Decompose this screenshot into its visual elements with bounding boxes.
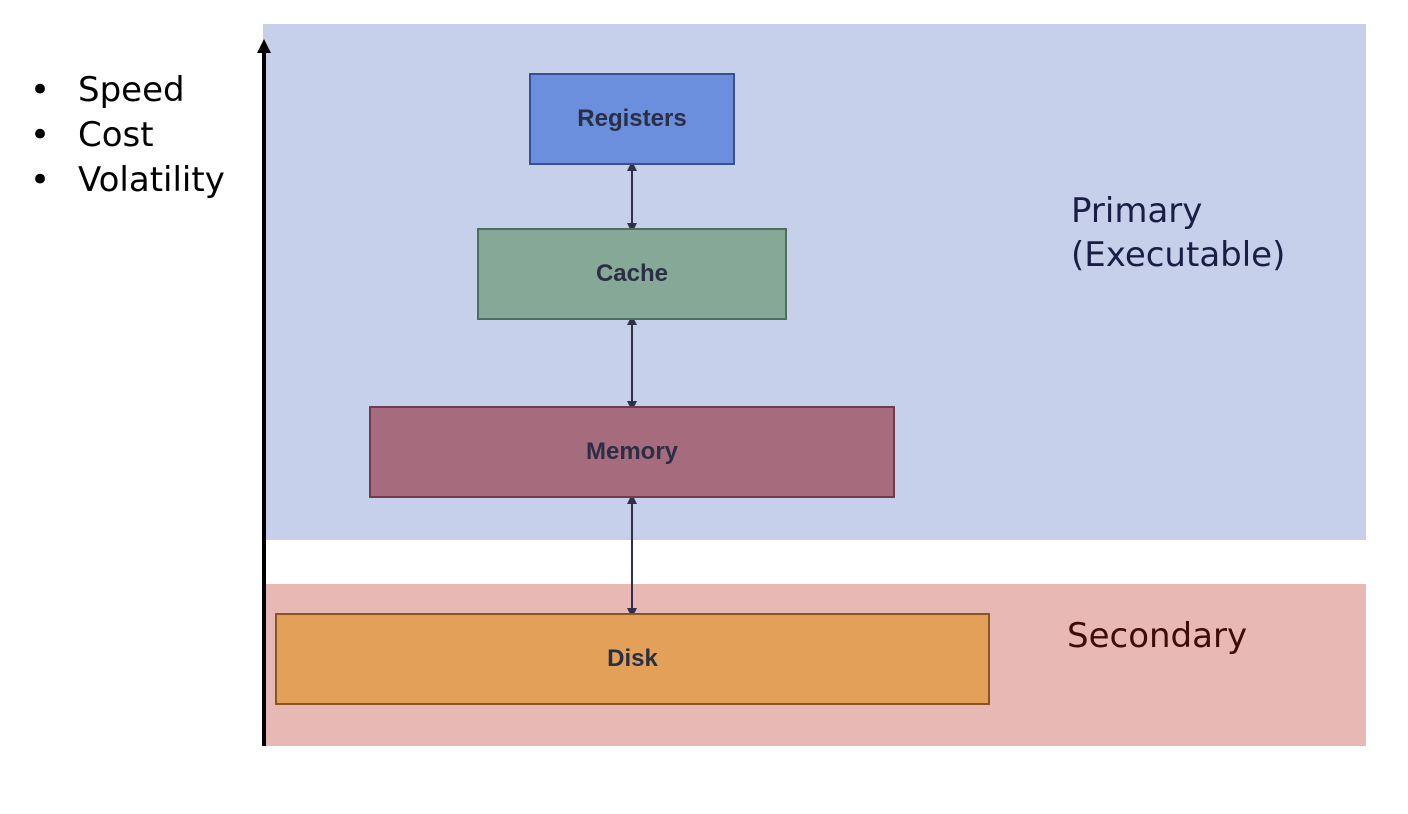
- bullet-icon: •: [30, 115, 51, 155]
- property-item-volatility: • Volatility: [30, 158, 225, 203]
- property-label: Volatility: [78, 160, 225, 200]
- disk-box: Disk: [275, 613, 990, 705]
- bullet-icon: •: [30, 70, 51, 110]
- memory-box: Memory: [369, 406, 895, 498]
- primary-region-label: Primary (Executable): [1071, 191, 1286, 275]
- property-label: Speed: [78, 70, 185, 110]
- property-item-cost: • Cost: [30, 113, 225, 158]
- registers-box: Registers: [529, 73, 735, 165]
- property-item-speed: • Speed: [30, 68, 225, 113]
- bullet-icon: •: [30, 160, 51, 200]
- property-list: • Speed • Cost • Volatility: [30, 68, 225, 203]
- cache-box: Cache: [477, 228, 787, 320]
- secondary-region-label: Secondary: [1067, 616, 1248, 656]
- property-label: Cost: [78, 115, 154, 155]
